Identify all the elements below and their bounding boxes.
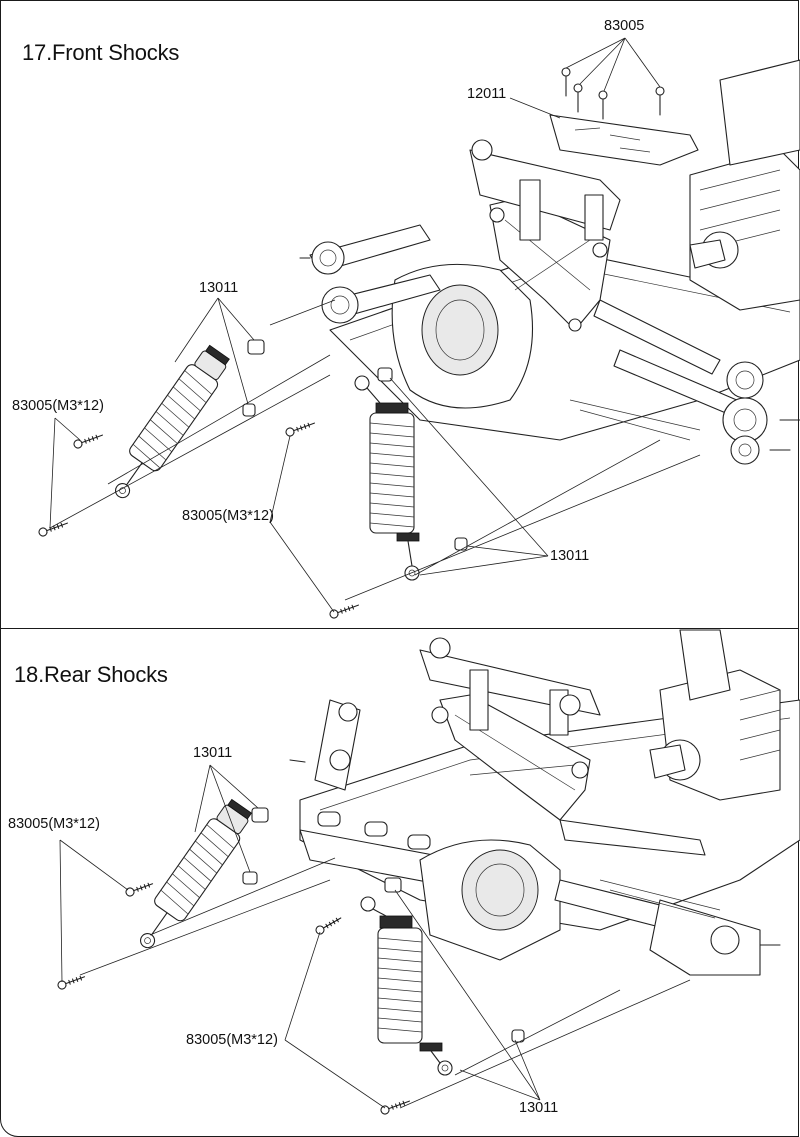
callout-top-screws: 83005 <box>604 18 645 34</box>
front-left-shock <box>115 344 230 499</box>
callout-left-screws: 83005(M3*12) <box>12 398 104 414</box>
front-screws-m3x12 <box>38 422 359 619</box>
rear-callout-left-spacers: 13011 <box>193 745 233 761</box>
front-shocks-diagram <box>38 37 800 619</box>
callout-left-spacers: 13011 <box>199 280 239 296</box>
rear-callout-left-screws: 83005(M3*12) <box>8 816 100 832</box>
front-top-plate-12011 <box>549 114 699 166</box>
callout-right-spacers: 13011 <box>550 548 590 564</box>
callout-mid-screws: 83005(M3*12) <box>182 508 274 524</box>
callout-top-plate: 12011 <box>467 86 507 102</box>
front-top-screws-83005 <box>561 67 665 120</box>
step-18-title: 18.Rear Shocks <box>14 662 168 687</box>
front-right-shock <box>354 375 420 581</box>
front-leader-lines <box>49 37 701 613</box>
front-spacers-13011 <box>242 339 468 551</box>
rear-callout-right-spacers: 13011 <box>519 1100 559 1116</box>
rear-callout-mid-screws: 83005(M3*12) <box>186 1032 278 1048</box>
step-17-title: 17.Front Shocks <box>22 40 180 65</box>
step-18-panel <box>0 628 799 1137</box>
front-chassis-assembly <box>299 59 800 465</box>
